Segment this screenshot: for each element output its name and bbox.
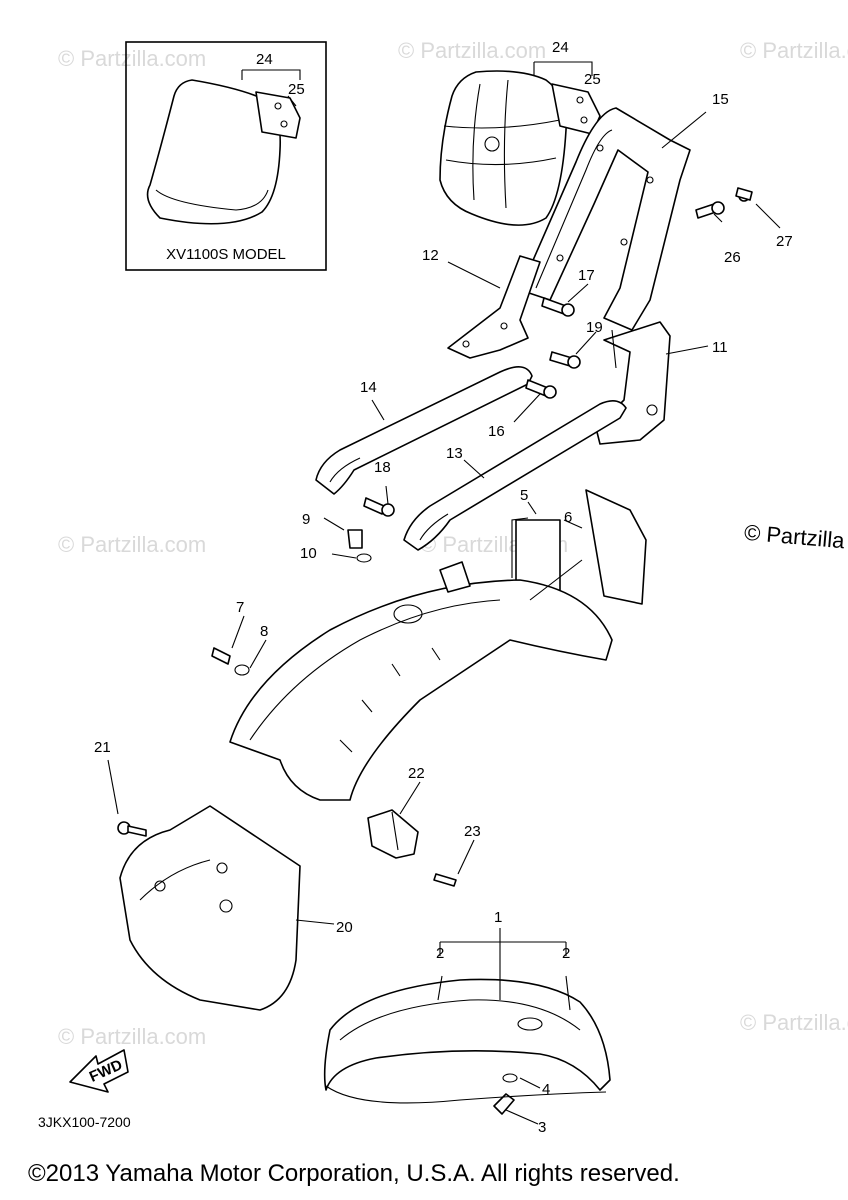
callout-24: 24 — [552, 39, 569, 56]
callout-1: 1 — [494, 909, 502, 926]
clamp-22 — [367, 809, 419, 859]
backrest-pad — [439, 61, 601, 226]
callout-17: 17 — [578, 267, 595, 284]
inner-fender-20 — [119, 805, 301, 1011]
callout-10: 10 — [300, 545, 317, 562]
watermark: © Partzilla.com — [58, 1024, 206, 1049]
callout-18: 18 — [374, 459, 391, 476]
callout-23: 23 — [464, 823, 481, 840]
callout-26: 26 — [724, 249, 741, 266]
leader-lines — [107, 111, 781, 1125]
callout-11: 11 — [712, 339, 728, 356]
inset-caption: XV1100S MODEL — [166, 246, 286, 263]
callout-20: 20 — [336, 919, 353, 936]
copyright-notice: ©2013 Yamaha Motor Corporation, U.S.A. A… — [28, 1160, 680, 1187]
callout-25-inset: 25 — [288, 81, 305, 98]
rear-fender — [229, 561, 613, 801]
callout-4: 4 — [542, 1081, 550, 1098]
fwd-arrow-icon: FWD — [69, 1049, 129, 1093]
callout-9: 9 — [302, 511, 310, 528]
bracket-12 — [447, 255, 541, 359]
watermark: © Partzilla.com — [740, 38, 848, 63]
watermark: © Partzilla.com — [58, 46, 206, 71]
callout-6: 6 — [564, 509, 572, 526]
watermark-layer: © Partzilla.com © Partzilla.com © Partzi… — [58, 38, 848, 1049]
callout-5: 5 — [520, 487, 528, 504]
rail-stay-14 — [315, 366, 533, 495]
diagram-code: 3JKX100-7200 — [38, 1114, 131, 1130]
callout-3: 3 — [538, 1119, 546, 1136]
callout-8: 8 — [260, 623, 268, 640]
callout-16: 16 — [488, 423, 505, 440]
callout-13: 13 — [446, 445, 463, 462]
callout-7: 7 — [236, 599, 244, 616]
callout-12: 12 — [422, 247, 439, 264]
callout-15: 15 — [712, 91, 729, 108]
backrest-frame — [519, 107, 691, 331]
callout-24-inset: 24 — [256, 51, 273, 68]
callout-labels: 24 25 24 25 15 26 27 12 17 19 11 14 16 1… — [94, 39, 793, 1136]
watermark: © Partzilla.com — [740, 1010, 848, 1035]
rail-stay-13 — [403, 400, 627, 551]
callout-21: 21 — [94, 739, 111, 756]
callout-22: 22 — [408, 765, 425, 782]
callout-2-left: 2 — [436, 945, 444, 962]
callout-2-right: 2 — [562, 945, 570, 962]
callout-27: 27 — [776, 233, 793, 250]
callout-19: 19 — [586, 319, 603, 336]
plates-5-6 — [515, 489, 647, 605]
hardware — [117, 187, 753, 1115]
callout-14: 14 — [360, 379, 377, 396]
front-fender — [323, 978, 611, 1104]
watermark: © Partzilla.com — [58, 532, 206, 557]
callout-25: 25 — [584, 71, 601, 88]
watermark: © Partzilla.com — [398, 38, 546, 63]
inset-xv1100s-model — [125, 41, 327, 271]
